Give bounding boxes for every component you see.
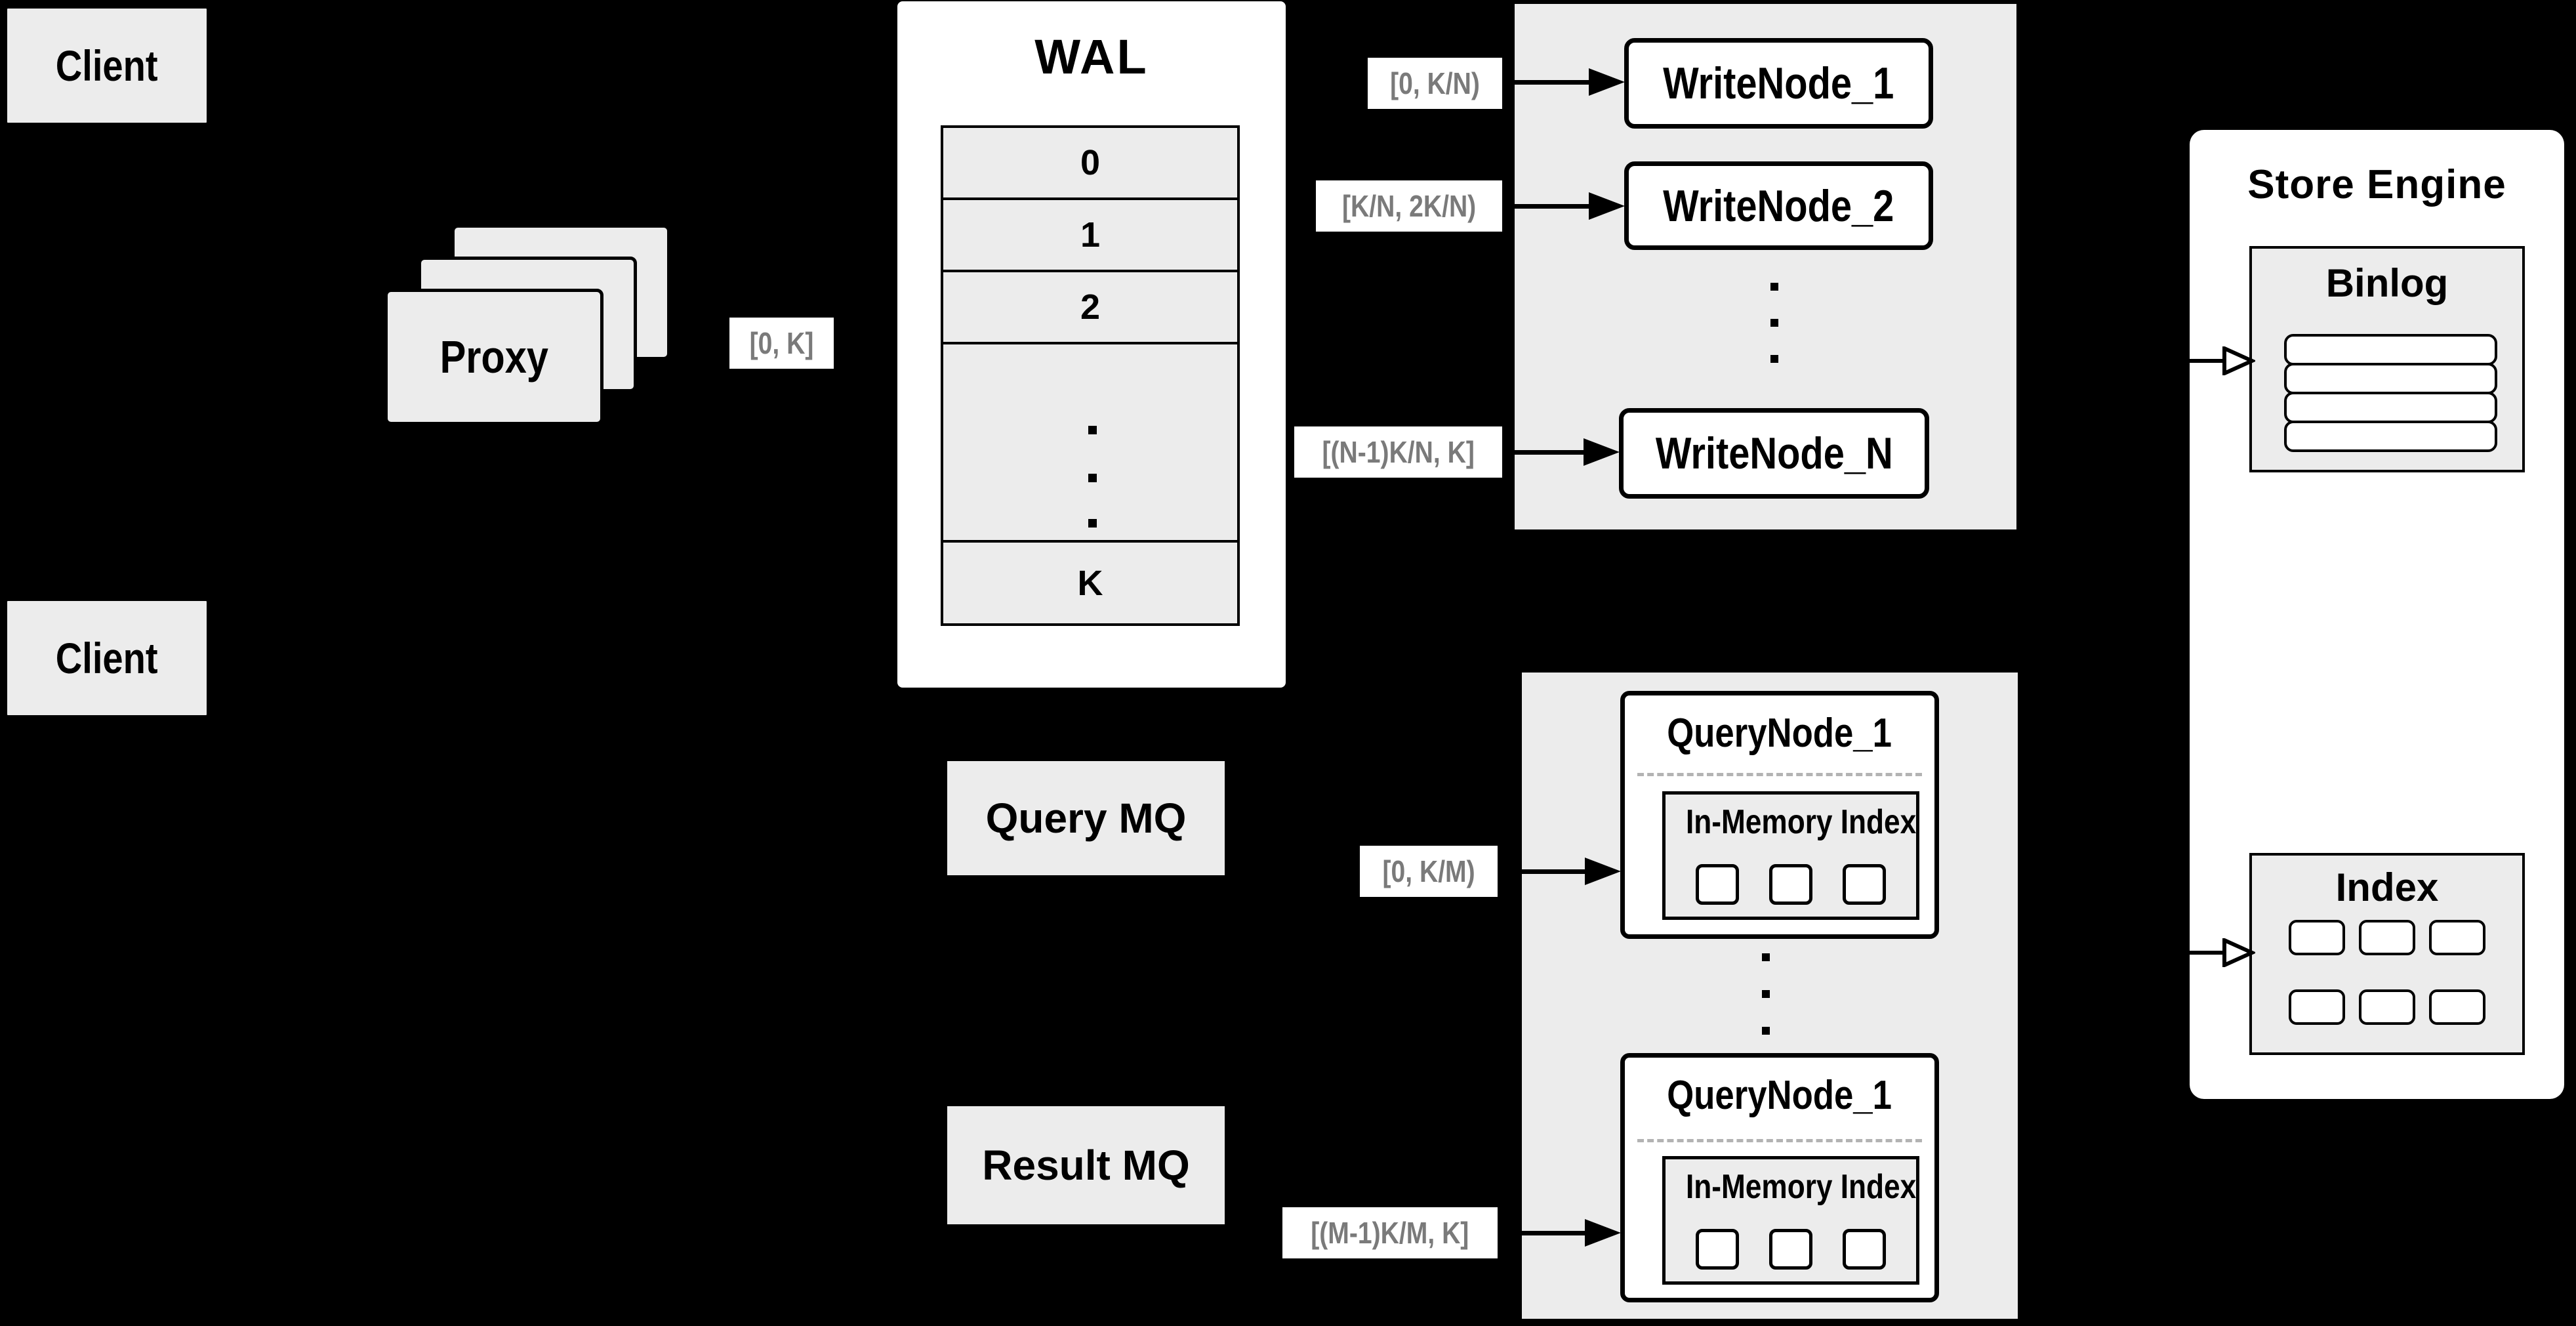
query-node-title: QueryNode_1 [1667, 711, 1892, 756]
segment-cell [1769, 864, 1812, 905]
write-range-label-1: [0, K/N) [1368, 58, 1502, 109]
proxy-card-front: Proxy [384, 289, 603, 425]
binlog-row [2284, 363, 2497, 394]
write-range-label-2: [K/N, 2K/N) [1315, 180, 1502, 232]
dashed-divider [1637, 773, 1923, 776]
client-box-bottom: Client [5, 599, 209, 717]
wal-slot-row: 1 [943, 200, 1237, 272]
query-range-label-m: [(M-1)K/M, K] [1282, 1207, 1498, 1258]
in-memory-index-box: In-Memory Index [1662, 1156, 1919, 1285]
segment-cells [1666, 1229, 1916, 1270]
binlog-row [2284, 421, 2497, 452]
index-cell [2429, 920, 2485, 955]
query-mq-box: Query MQ [946, 760, 1226, 877]
wal-table: 0 1 2 K [941, 125, 1240, 626]
write-node-1: WriteNode_1 [1624, 38, 1933, 129]
index-cell [2289, 920, 2345, 955]
binlog-rows [2284, 334, 2497, 452]
segment-cell [1843, 864, 1886, 905]
dashed-divider [1637, 1139, 1923, 1142]
binlog-row [2284, 334, 2497, 365]
wal-ellipsis-row [943, 344, 1237, 543]
index-box: Index [2249, 853, 2525, 1055]
client-bottom-label: Client [56, 634, 158, 682]
binlog-box: Binlog [2249, 246, 2525, 472]
segment-cell [1696, 1229, 1739, 1270]
index-title: Index [2335, 865, 2439, 909]
segment-cells [1666, 864, 1916, 905]
index-cell [2359, 989, 2415, 1025]
binlog-title: Binlog [2325, 261, 2449, 305]
open-arrow-right-icon [2190, 346, 2255, 375]
client-box-top: Client [5, 7, 209, 125]
write-range-label-n: [(N-1)K/N, K] [1294, 426, 1502, 478]
write-node-2: WriteNode_2 [1624, 161, 1933, 250]
store-engine-box: Store Engine Binlog Index [2190, 130, 2564, 1099]
proxy-label: Proxy [440, 331, 548, 383]
in-memory-index-title: In-Memory Index [1685, 803, 1917, 841]
wal-box: WAL 0 1 2 K [897, 1, 1286, 688]
wal-slot-row: K [943, 543, 1237, 623]
binlog-row [2284, 392, 2497, 423]
segment-cell [1843, 1229, 1886, 1270]
index-cell [2289, 989, 2345, 1025]
index-cell [2359, 920, 2415, 955]
client-top-label: Client [56, 41, 158, 90]
wal-title: WAL [1034, 30, 1149, 84]
query-range-label-1: [0, K/M) [1359, 846, 1498, 897]
index-cell [2429, 989, 2485, 1025]
query-node-1: QueryNode_1 In-Memory Index [1620, 691, 1939, 939]
wal-slot-row: 2 [943, 272, 1237, 344]
proxy-range-label: [0, K] [729, 318, 834, 369]
store-engine-title: Store Engine [2247, 162, 2506, 207]
in-memory-index-title: In-Memory Index [1685, 1168, 1917, 1206]
segment-cell [1769, 1229, 1812, 1270]
write-node-n: WriteNode_N [1619, 408, 1929, 499]
result-mq-box: Result MQ [946, 1105, 1226, 1226]
open-arrow-right-icon [2190, 938, 2255, 967]
segment-cell [1696, 864, 1739, 905]
index-cells [2252, 920, 2522, 1025]
wal-slot-row: 0 [943, 128, 1237, 200]
in-memory-index-box: In-Memory Index [1662, 791, 1919, 920]
query-node-title: QueryNode_1 [1667, 1073, 1892, 1118]
query-node-2: QueryNode_1 In-Memory Index [1620, 1053, 1939, 1302]
